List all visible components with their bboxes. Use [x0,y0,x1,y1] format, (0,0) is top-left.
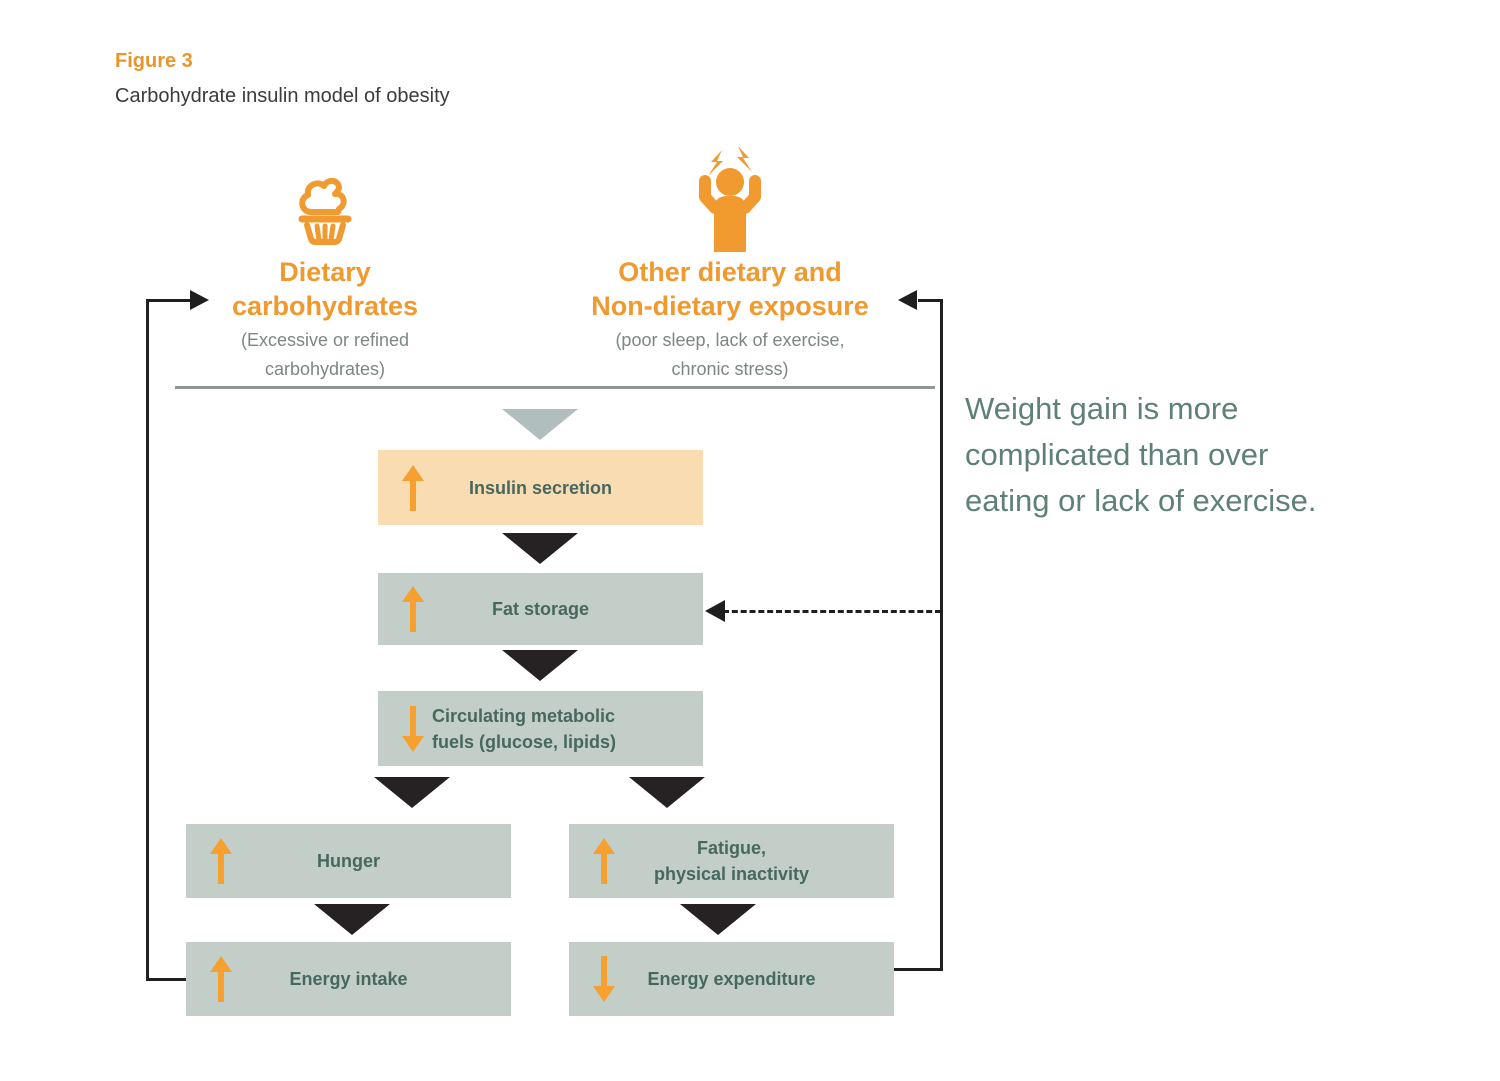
feedback-line-right-top [918,299,943,302]
node-label: Hunger [317,851,380,871]
up-arrow-icon [210,956,232,1002]
feedback-line-left-vertical [146,299,149,981]
node-hunger: Hunger [186,824,511,898]
figure-title: Carbohydrate insulin model of obesity [115,85,450,107]
up-arrow-icon [210,838,232,884]
node-label: Insulin secretion [468,477,613,498]
node-energy-expenditure: Energy expenditure [569,942,894,1016]
subtitle-line: (Excessive or refined [240,330,410,350]
dashed-feedback-line [723,610,941,613]
node-label-line: physical inactivity [653,864,810,884]
subtitle-line: chronic stress) [671,359,789,379]
separator-line [175,386,935,389]
other-exposure-subtitle: (poor sleep, lack of exercise, chronic s… [535,326,925,384]
up-arrow-icon [402,464,424,511]
down-arrow-icon [402,705,424,752]
node-label-line: Circulating metabolic [432,705,616,726]
cupcake-icon [298,178,352,245]
other-exposure-heading: Other dietary and Non-dietary exposure [535,255,925,323]
callout-line: eating or lack of exercise. [965,483,1317,518]
node-fat-storage: Fat storage [378,573,703,645]
feedback-line-right-bottom [894,968,943,971]
down-arrow-icon [593,956,615,1002]
node-label: Circulating metabolic fuels (glucose, li… [432,703,616,755]
dietary-carbohydrates-heading: Dietary carbohydrates [155,255,495,323]
callout-text: Weight gain is more complicated than ove… [965,386,1405,524]
stressed-person-icon [699,146,761,252]
up-arrow-icon [593,838,615,884]
subtitle-line: (poor sleep, lack of exercise, [615,330,845,350]
node-energy-intake: Energy intake [186,942,511,1016]
flow-triangle-icon [374,777,450,808]
callout-line: complicated than over [965,437,1269,472]
flow-triangle-gray-icon [502,409,578,440]
dietary-carbohydrates-subtitle: (Excessive or refined carbohydrates) [155,326,495,384]
node-label: Fatigue, physical inactivity [654,835,809,887]
figure-label: Figure 3 [115,50,193,72]
flow-triangle-icon [680,904,756,935]
heading-line: carbohydrates [231,291,419,321]
node-label: Energy expenditure [647,969,816,989]
node-insulin-secretion: Insulin secretion [378,450,703,525]
feedback-line-right-vertical [940,299,943,971]
flow-triangle-icon [502,533,578,564]
subtitle-line: carbohydrates) [264,359,386,379]
callout-line: Weight gain is more [965,391,1239,426]
node-circulating-metabolic-fuels: Circulating metabolic fuels (glucose, li… [378,691,703,766]
node-label: Energy intake [289,969,408,989]
flow-triangle-icon [502,650,578,681]
heading-line: Dietary [279,257,371,287]
flow-triangle-icon [629,777,705,808]
heading-line: Other dietary and [618,257,842,287]
node-fatigue-physical-inactivity: Fatigue, physical inactivity [569,824,894,898]
feedback-line-left-bottom [146,978,188,981]
arrowhead-into-fat-storage-icon [705,600,725,622]
feedback-line-left-top [146,299,192,302]
flow-triangle-icon [314,904,390,935]
node-label: Fat storage [491,599,590,619]
arrowhead-into-other-exposure-icon [898,290,917,310]
heading-line: Non-dietary exposure [591,291,869,321]
up-arrow-icon [402,586,424,632]
node-label-line: fuels (glucose, lipids) [432,731,617,752]
node-label-line: Fatigue, [696,838,766,858]
arrowhead-into-dietary-icon [190,290,209,310]
